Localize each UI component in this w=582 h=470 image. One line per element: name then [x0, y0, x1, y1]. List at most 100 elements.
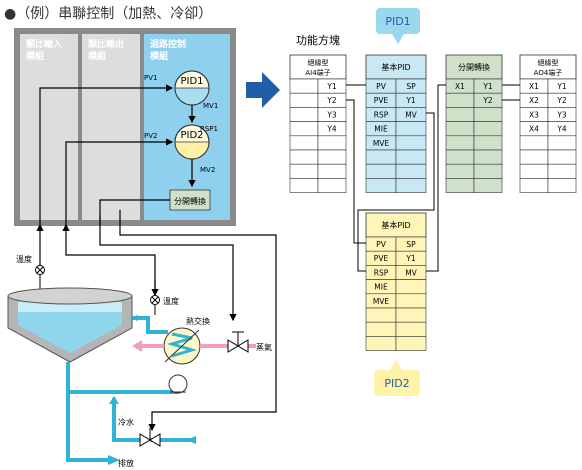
block-cell: [445, 135, 475, 151]
block-cell: [519, 149, 549, 165]
block-cell: [547, 178, 577, 193]
block-cell: [473, 135, 503, 151]
block-cell-label: RSP: [374, 110, 389, 119]
block-cell-label: X3: [529, 110, 539, 119]
block-cell: [365, 336, 397, 351]
cooling-water-valve: [139, 428, 161, 447]
block-cell-label: X1: [455, 82, 465, 91]
block-cell: [547, 135, 577, 151]
control-panel: 類比輸入 模組 類比輸出 模組 迴路控制 模組 PID1 PID2 分開轉換 M…: [14, 28, 236, 226]
block-cell: [445, 92, 475, 108]
function-block-caption: 功能方塊: [296, 33, 340, 47]
svg-text:絕緣型: 絕緣型: [308, 58, 329, 67]
block-cell-label: Y3: [326, 110, 337, 119]
block-cell: [395, 336, 427, 351]
block-cell-label: MVE: [373, 139, 390, 148]
signal-wiring: [36, 84, 277, 432]
block-cell: [289, 121, 319, 137]
module-label-ai-1: 類比輸入: [25, 38, 62, 50]
block-cell-label: PV: [376, 82, 387, 91]
block-cell: [445, 178, 475, 193]
block-cell-label: Y2: [482, 96, 493, 105]
diagram-title: ●（例）串聯控制（加熱、冷卻）: [4, 6, 212, 22]
block-cell-label: SP: [406, 82, 416, 91]
block-cell: [317, 149, 347, 165]
block-cell-label: X4: [529, 125, 539, 134]
module-label-ao-1: 類比輸出: [87, 38, 124, 50]
block-cell-label: MIE: [374, 283, 388, 292]
pid2-label: PID2: [180, 130, 203, 141]
block-cell-label: X1: [529, 82, 539, 91]
block-cell: [395, 279, 427, 295]
block-cell: [445, 107, 475, 122]
block-cell-label: Y1: [405, 254, 416, 263]
block-cell: [289, 78, 319, 94]
block-cell: [519, 163, 549, 179]
block-cell-label: Y3: [556, 110, 567, 119]
pv1-label: PV1: [144, 74, 157, 82]
block-cell-label: Y1: [556, 82, 567, 91]
heat-exchanger-label: 熱交換: [186, 316, 210, 326]
svg-text:分開轉換: 分開轉換: [458, 62, 490, 72]
block-cell: [365, 149, 397, 165]
module-label-loop-2: 模組: [150, 50, 168, 62]
right-arrow-icon: [246, 72, 280, 108]
temp2-label: 溫度: [163, 296, 179, 306]
svg-text:AO4端子: AO4端子: [534, 68, 563, 77]
rsp1-label: RSP1: [200, 125, 218, 133]
block-cell-label: X2: [529, 96, 539, 105]
block-cell: [289, 135, 319, 151]
block-cell-label: PVE: [374, 96, 389, 105]
analog-output-module: [82, 34, 140, 220]
mv2-label: MV2: [200, 166, 215, 174]
heat-exchanger: [163, 327, 201, 365]
block-cell: [289, 163, 319, 179]
block-cell: [317, 163, 347, 179]
block-cell: [547, 149, 577, 165]
block-cell-label: RSP: [374, 268, 389, 277]
block-cell: [445, 121, 475, 137]
svg-text:PID1: PID1: [385, 15, 410, 28]
block-cell: [395, 149, 427, 165]
block-cell-label: Y4: [556, 125, 567, 134]
block-cell-label: Y4: [326, 125, 337, 134]
block-cell-label: Y2: [556, 96, 567, 105]
pid2-callout: PID2: [374, 360, 420, 396]
block-cell: [289, 107, 319, 122]
block-cell-label: SP: [406, 240, 416, 249]
block-cell: [289, 92, 319, 108]
block-cell: [473, 149, 503, 165]
block-cell: [395, 135, 427, 151]
svg-text:絕緣型: 絕緣型: [538, 58, 559, 67]
block-cell-label: Y1: [326, 82, 337, 91]
block-cell-label: Y1: [405, 96, 416, 105]
svg-text:基本PID: 基本PID: [381, 62, 410, 72]
pv2-label: PV2: [144, 132, 157, 140]
module-label-ai-2: 模組: [26, 50, 44, 62]
block-cell: [547, 163, 577, 179]
block-cell: [365, 163, 397, 179]
svg-text:PID2: PID2: [384, 377, 409, 390]
block-cell: [365, 321, 397, 337]
block-cell: [289, 149, 319, 165]
module-label-loop-1: 迴路控制: [149, 38, 186, 50]
block-cell-label: PVE: [374, 254, 389, 263]
block-cell: [473, 121, 503, 137]
tank: [7, 287, 133, 363]
block-cell: [395, 293, 427, 309]
block-cell: [445, 163, 475, 179]
block-cell-label: PV: [376, 240, 387, 249]
svg-text:AI4端子: AI4端子: [305, 68, 330, 77]
pid1-label: PID1: [180, 76, 203, 87]
splitter-label: 分開轉換: [174, 196, 206, 206]
block-cell-label: Y1: [482, 82, 493, 91]
block-cell: [395, 307, 427, 323]
block-cell: [395, 321, 427, 337]
block-cell: [519, 178, 549, 193]
